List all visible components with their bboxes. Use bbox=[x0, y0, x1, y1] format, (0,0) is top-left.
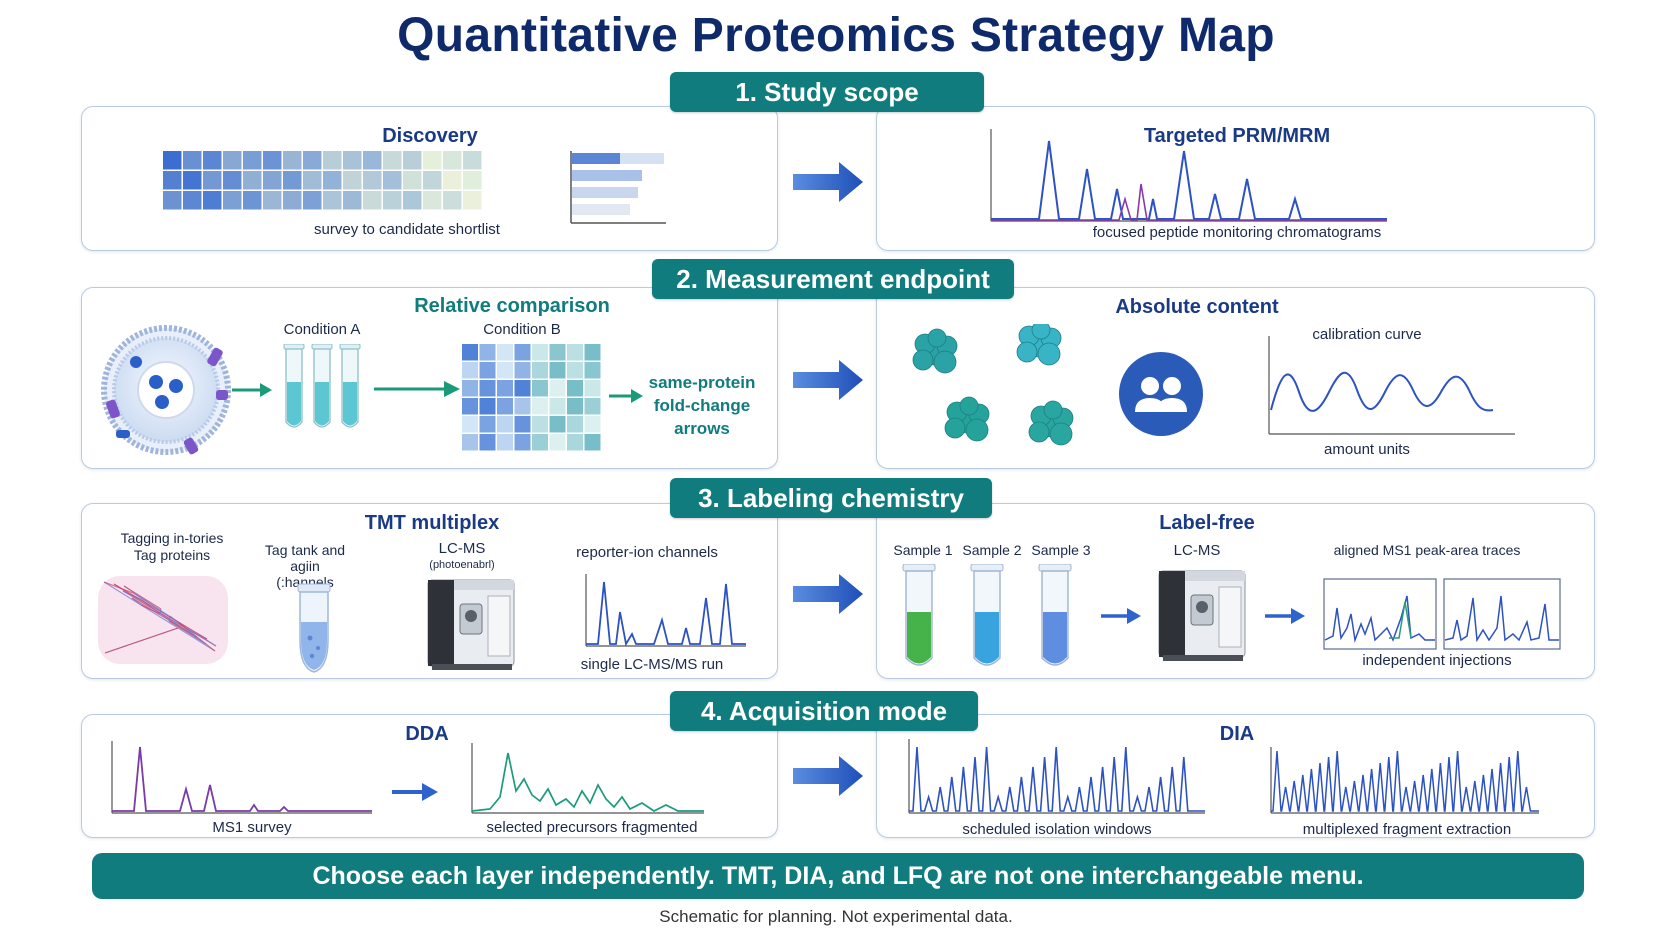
dia-title: DIA bbox=[1219, 723, 1255, 745]
footer-banner: Choose each layer independently. TMT, DI… bbox=[92, 853, 1584, 899]
dia-fragment-spectrum bbox=[1270, 747, 1539, 814]
protein-network-icon bbox=[98, 576, 228, 664]
arrow-right-icon bbox=[1101, 608, 1141, 624]
scheduled-windows-caption: scheduled isolation windows bbox=[962, 821, 1152, 838]
aligned-traces-label: aligned MS1 peak-area traces bbox=[1333, 542, 1521, 558]
arrow-right-icon bbox=[793, 162, 863, 202]
arrow-right-icon bbox=[392, 783, 438, 801]
users-icon bbox=[1119, 352, 1203, 436]
sample-tubes-icon bbox=[902, 564, 1072, 666]
panel-tmt: TMT multiplex Tagging in-tories Tag prot… bbox=[81, 503, 778, 679]
sample-3-label: Sample 3 bbox=[1031, 542, 1091, 558]
dda-title: DDA bbox=[405, 723, 449, 745]
page-title: Quantitative Proteomics Strategy Map bbox=[397, 9, 1275, 62]
trace-panel-left bbox=[1323, 578, 1437, 650]
arrow-right-icon bbox=[232, 383, 272, 397]
reporter-channels-label: reporter-ion channels bbox=[576, 544, 718, 561]
panel-targeted: Targeted PRM/MRM focused peptide monitor… bbox=[876, 106, 1595, 251]
lcms-right-label: LC-MS bbox=[1173, 542, 1221, 559]
absolute-title: Absolute content bbox=[1115, 296, 1279, 318]
test-tubes-icon bbox=[283, 344, 361, 428]
panel-discovery: Discovery survey to candidate shortlist bbox=[81, 106, 778, 251]
panel-dia: DIA scheduled isolation windows multiple… bbox=[876, 714, 1595, 838]
condition-b-label: Condition B bbox=[483, 321, 561, 338]
sample-1-label: Sample 1 bbox=[893, 542, 953, 558]
arrow-right-icon bbox=[793, 756, 863, 796]
fragment-spectrum bbox=[471, 743, 704, 814]
label-free-title: Label-free bbox=[1159, 512, 1255, 534]
shortlist-bars-icon bbox=[570, 151, 666, 224]
protein-cluster-icon bbox=[912, 324, 1074, 446]
trace-panel-right bbox=[1443, 578, 1561, 650]
targeted-title: Targeted PRM/MRM bbox=[1143, 125, 1331, 147]
section-label-measurement-endpoint: 2. Measurement endpoint bbox=[652, 259, 1014, 299]
arrow-right-icon bbox=[1265, 608, 1305, 624]
section-label-study-scope: 1. Study scope bbox=[670, 72, 984, 112]
tag-proteins-label: Tagging in-tories Tag proteins bbox=[120, 530, 224, 563]
tag-channels-label: Tag tank and agiin (:hannels bbox=[264, 542, 346, 590]
disclaimer-note: Schematic for planning. Not experimental… bbox=[659, 907, 1013, 926]
single-run-caption: single LC-MS/MS run bbox=[580, 656, 724, 673]
selected-precursors-caption: selected precursors fragmented bbox=[486, 819, 698, 836]
calibration-curve-title: calibration curve bbox=[1312, 326, 1422, 343]
panel-relative: Relative comparison Condition A Conditio… bbox=[81, 287, 778, 469]
multiplexed-extraction-caption: multiplexed fragment extraction bbox=[1302, 821, 1512, 838]
mass-spectrometer-icon bbox=[427, 579, 515, 670]
reporter-spectrum bbox=[585, 574, 746, 647]
arrow-right-icon bbox=[609, 389, 643, 403]
targeted-chromatogram bbox=[990, 129, 1387, 222]
sample-2-label: Sample 2 bbox=[962, 542, 1022, 558]
panel-dda: DDA MS1 survey selected precursors fragm… bbox=[81, 714, 778, 838]
dia-isolation-spectrum bbox=[908, 739, 1205, 814]
calibration-axis-label: amount units bbox=[1324, 441, 1410, 458]
ms1-survey-spectrum bbox=[111, 741, 372, 814]
vial-icon bbox=[297, 583, 331, 673]
ms1-survey-caption: MS1 survey bbox=[212, 819, 292, 836]
section-label-labeling-chemistry: 3. Labeling chemistry bbox=[670, 478, 992, 518]
lcms-label: LC-MS bbox=[438, 540, 486, 557]
condition-b-heatmap bbox=[462, 344, 601, 451]
cell-vesicle-icon bbox=[101, 325, 231, 455]
condition-a-label: Condition A bbox=[283, 321, 361, 338]
fold-change-label: same-protein fold-change arrows bbox=[648, 373, 756, 438]
discovery-caption: survey to candidate shortlist bbox=[314, 221, 500, 238]
lcms-sub-label: (photoenabrl) bbox=[429, 559, 495, 571]
discovery-heatmap bbox=[163, 151, 482, 210]
section-label-acquisition-mode: 4. Acquisition mode bbox=[670, 691, 978, 731]
targeted-caption: focused peptide monitoring chromatograms bbox=[1092, 224, 1382, 241]
mass-spectrometer-icon bbox=[1158, 570, 1246, 661]
tmt-title: TMT multiplex bbox=[364, 512, 500, 534]
panel-absolute: Absolute content calibration curve amoun… bbox=[876, 287, 1595, 469]
arrow-right-icon bbox=[793, 574, 863, 614]
calibration-curve-plot bbox=[1268, 336, 1515, 435]
arrow-right-icon bbox=[374, 381, 460, 397]
discovery-title: Discovery bbox=[382, 125, 478, 147]
relative-title: Relative comparison bbox=[414, 295, 610, 317]
arrow-right-icon bbox=[793, 360, 863, 400]
panel-label-free: Label-free Sample 1 Sample 2 Sample 3 LC… bbox=[876, 503, 1595, 679]
independent-injections-caption: independent injections bbox=[1362, 652, 1512, 669]
